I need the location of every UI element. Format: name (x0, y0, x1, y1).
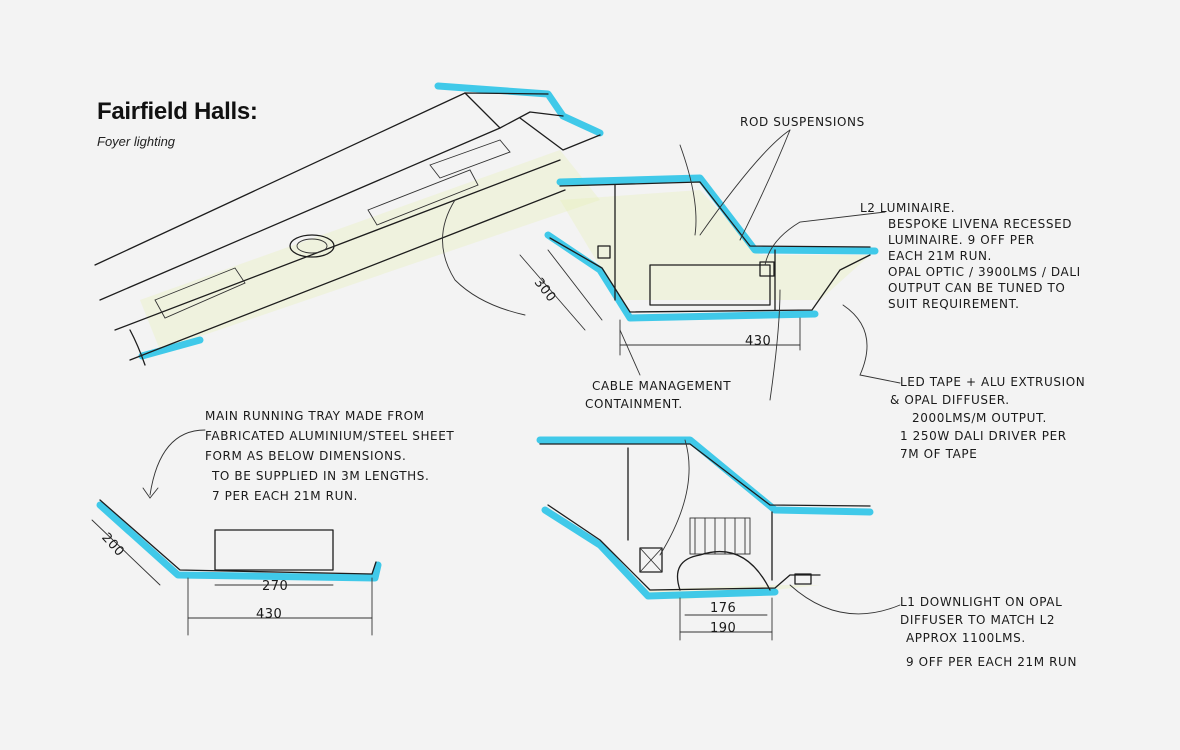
svg-text:BESPOKE LIVENA RECESSED: BESPOKE LIVENA RECESSED (888, 217, 1072, 231)
svg-text:EACH 21M RUN.: EACH 21M RUN. (888, 249, 992, 263)
note-main-running-tray: MAIN RUNNING TRAY MADE FROM FABRICATED A… (205, 409, 454, 503)
svg-text:LED TAPE + ALU EXTRUSION: LED TAPE + ALU EXTRUSION (900, 375, 1085, 389)
note-l1-downlight: L1 DOWNLIGHT ON OPAL DIFFUSER TO MATCH L… (900, 595, 1077, 669)
dim-tray-width: 430 (256, 607, 282, 622)
svg-text:TO BE SUPPLIED IN 3M LENGTHS.: TO BE SUPPLIED IN 3M LENGTHS. (211, 469, 429, 483)
svg-text:APPROX 1100LMS.: APPROX 1100LMS. (906, 631, 1026, 645)
svg-text:L1 DOWNLIGHT ON OPAL: L1 DOWNLIGHT ON OPAL (900, 595, 1062, 609)
section-l1-downlight: 176 190 (536, 436, 901, 641)
page-title: Fairfield Halls: (97, 98, 258, 125)
svg-text:FABRICATED ALUMINIUM/STEEL SHE: FABRICATED ALUMINIUM/STEEL SHEET (205, 429, 454, 443)
note-led-tape: LED TAPE + ALU EXTRUSION & OPAL DIFFUSER… (890, 375, 1085, 461)
svg-text:DIFFUSER TO MATCH L2: DIFFUSER TO MATCH L2 (900, 613, 1055, 627)
svg-text:MAIN RUNNING TRAY MADE FROM: MAIN RUNNING TRAY MADE FROM (205, 409, 425, 423)
svg-text:FORM AS BELOW DIMENSIONS.: FORM AS BELOW DIMENSIONS. (205, 449, 406, 463)
page-subtitle: Foyer lighting (97, 134, 176, 149)
svg-text:OPAL OPTIC / 3900LMS / DALI: OPAL OPTIC / 3900LMS / DALI (888, 265, 1081, 279)
dim-tray-inner-width: 270 (262, 579, 288, 594)
svg-text:2000LMS/M OUTPUT.: 2000LMS/M OUTPUT. (912, 411, 1047, 425)
svg-text:SUIT REQUIREMENT.: SUIT REQUIREMENT. (888, 297, 1020, 311)
dim-section-top-depth: 300 (531, 275, 559, 305)
note-cable-management: CABLE MANAGEMENT CONTAINMENT. (585, 379, 731, 411)
svg-text:1 250W DALI DRIVER PER: 1 250W DALI DRIVER PER (900, 429, 1067, 443)
note-l2-luminaire: L2 LUMINAIRE. BESPOKE LIVENA RECESSED LU… (860, 201, 1081, 311)
svg-text:OUTPUT CAN BE TUNED TO: OUTPUT CAN BE TUNED TO (888, 281, 1065, 295)
svg-text:& OPAL DIFFUSER.: & OPAL DIFFUSER. (890, 393, 1010, 407)
svg-text:CONTAINMENT.: CONTAINMENT. (585, 397, 683, 411)
svg-text:CABLE MANAGEMENT: CABLE MANAGEMENT (592, 379, 731, 393)
perspective-sketch (94, 82, 604, 366)
dim-downlight-inner: 176 (710, 601, 736, 616)
svg-text:L2 LUMINAIRE.: L2 LUMINAIRE. (860, 201, 955, 215)
svg-text:LUMINAIRE. 9 OFF PER: LUMINAIRE. 9 OFF PER (888, 233, 1035, 247)
dim-downlight-outer: 190 (710, 621, 736, 636)
svg-text:7 PER EACH 21M RUN.: 7 PER EACH 21M RUN. (212, 489, 358, 503)
svg-text:9 OFF PER EACH 21M RUN: 9 OFF PER EACH 21M RUN (906, 655, 1077, 669)
dim-section-top-width: 430 (745, 334, 771, 349)
label-rod-suspensions: ROD SUSPENSIONS (740, 115, 865, 129)
dim-tray-depth: 200 (98, 530, 127, 560)
svg-text:7M OF TAPE: 7M OF TAPE (900, 447, 977, 461)
